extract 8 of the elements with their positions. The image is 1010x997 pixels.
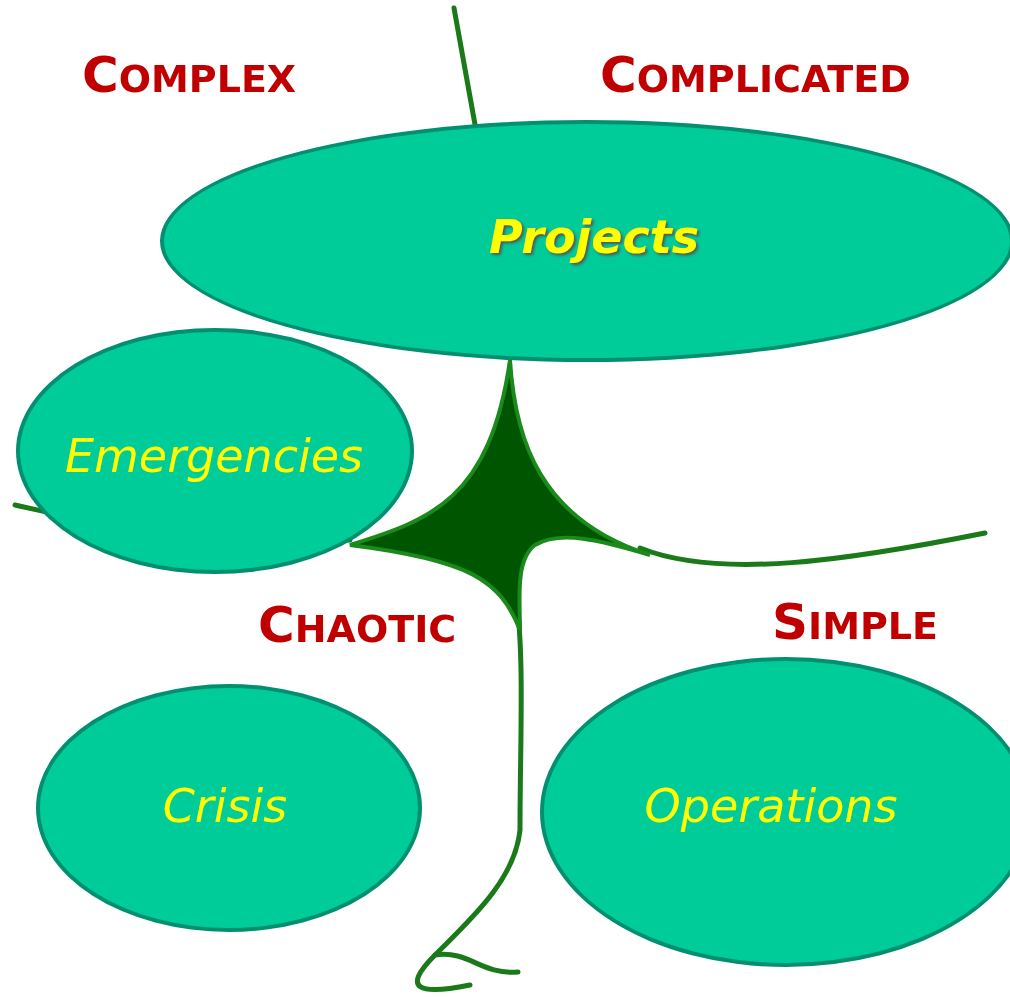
node-label: Operations [644,779,898,833]
domain-label: COMPLEX [82,50,297,100]
domain-label: SIMPLE [772,597,938,647]
domain-label: COMPLICATED [600,50,911,100]
node-label: Emergencies [64,429,364,483]
node-label: Crisis [162,779,288,833]
node-label: Projects [488,210,700,264]
domain-label: CHAOTIC [258,600,457,650]
